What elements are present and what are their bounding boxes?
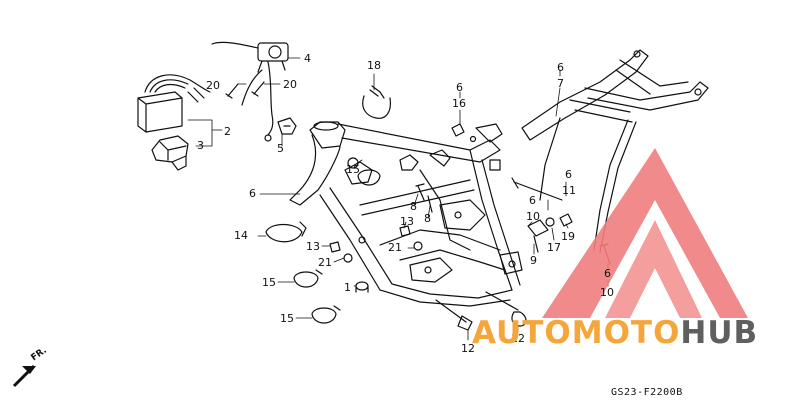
bolt-8-a — [415, 183, 425, 201]
bolt-20-right — [251, 81, 265, 97]
cdi-rubber-mount — [151, 135, 189, 171]
callout-12-right: 12 — [511, 332, 525, 345]
band-15-frame — [357, 169, 381, 186]
callout-3: 3 — [197, 139, 204, 152]
watermark-part-moto: MOTO — [571, 315, 681, 351]
callout-4: 4 — [304, 52, 311, 65]
callout-6-subframe: 6 — [557, 61, 564, 74]
diagram-code: GS23-F2200B — [611, 387, 683, 398]
callout-21-left: 21 — [318, 256, 332, 269]
band-15-lower — [311, 305, 341, 324]
callout-13-right: 13 — [400, 215, 414, 228]
callout-2: 2 — [224, 125, 231, 138]
watermark-text: AUTOMOTOHUB — [472, 318, 758, 349]
callout-17: 17 — [547, 241, 561, 254]
callout-7: 7 — [557, 77, 564, 90]
callout-13-left: 13 — [306, 240, 320, 253]
washer-21-b — [343, 253, 353, 263]
band-18 — [362, 85, 391, 119]
clip-5 — [277, 117, 297, 135]
callout-9: 9 — [530, 254, 537, 267]
cdi-unit — [137, 74, 211, 133]
ignition-coil — [211, 41, 289, 142]
nut-19 — [559, 213, 573, 227]
callout-20-left: 20 — [206, 79, 220, 92]
callout-6-mid: 6 — [529, 194, 536, 207]
callout-10-rear: 10 — [600, 286, 614, 299]
bolt-11 — [511, 177, 563, 201]
callout-19: 19 — [561, 230, 575, 243]
bolt-9 — [533, 235, 539, 253]
nut-16 — [451, 123, 465, 137]
bolt-8-b — [427, 195, 433, 213]
callout-5: 5 — [277, 142, 284, 155]
callout-6-top: 6 — [456, 81, 463, 94]
front-direction-arrow-icon — [12, 364, 36, 388]
callout-8-lower: 8 — [424, 212, 431, 225]
watermark-part-hub: HUB — [680, 315, 759, 351]
callout-12-left: 12 — [461, 342, 475, 355]
engine-bolt-12-right — [485, 291, 527, 327]
callout-6-rear: 6 — [604, 267, 611, 280]
callout-20-right: 20 — [283, 78, 297, 91]
collar-1 — [355, 281, 369, 293]
rear-subframe — [521, 49, 709, 253]
watermark-part-auto: AUTO — [472, 315, 572, 351]
callout-15-upper: 15 — [262, 276, 276, 289]
callout-10-mid: 10 — [526, 210, 540, 223]
callout-18: 18 — [367, 59, 381, 72]
washer-21-a — [413, 241, 423, 251]
nut-13-a — [399, 225, 411, 237]
collar-10 — [527, 219, 549, 237]
nut-13-b — [329, 241, 341, 253]
callout-11: 11 — [562, 184, 576, 197]
main-frame — [289, 121, 523, 307]
band-15-upper — [293, 269, 323, 288]
callout-1: 1 — [344, 281, 351, 294]
washer-17 — [545, 217, 555, 227]
watermark-logo-triangle — [542, 148, 748, 318]
callout-6-head: 6 — [249, 187, 256, 200]
callout-15-lower: 15 — [280, 312, 294, 325]
callout-6-right: 6 — [565, 168, 572, 181]
band-14 — [265, 221, 307, 243]
callout-16: 16 — [452, 97, 466, 110]
bolt-20-left — [225, 83, 239, 99]
callout-14: 14 — [234, 229, 248, 242]
callout-15-frame: 15 — [346, 163, 360, 176]
callout-21-right: 21 — [388, 241, 402, 254]
callout-8-upper: 8 — [410, 200, 417, 213]
